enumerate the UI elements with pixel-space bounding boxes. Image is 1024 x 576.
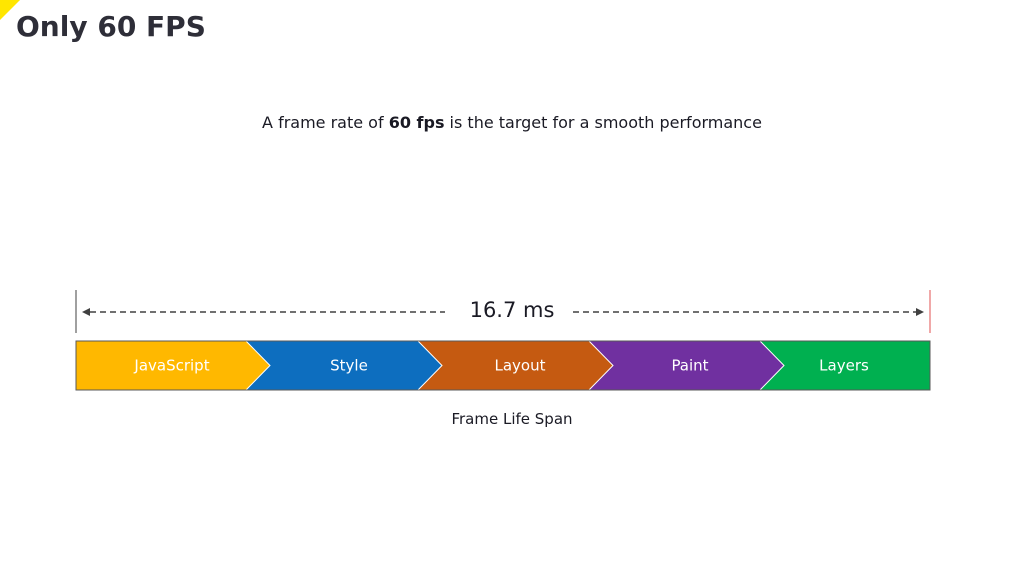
pipeline-stage-label-javascript: JavaScript: [133, 357, 209, 375]
pipeline-stage-label-layers: Layers: [819, 357, 869, 375]
subtitle-emphasis: 60 fps: [388, 113, 445, 132]
frame-duration-label: 16.7 ms: [469, 298, 555, 322]
timeline-left-arrowhead: [82, 308, 90, 316]
pipeline-outline: [75, 340, 931, 391]
pipeline-stage-label-layout: Layout: [495, 357, 546, 375]
timeline-right-arrowhead: [916, 308, 924, 316]
subtitle-suffix: is the target for a smooth performance: [444, 113, 762, 132]
pipeline-stage-label-style: Style: [330, 357, 368, 375]
pipeline-bar: JavaScript Style Layout Paint Layers: [75, 340, 931, 391]
corner-accent: [0, 0, 20, 20]
subtitle: A frame rate of 60 fps is the target for…: [0, 113, 1024, 132]
frame-lifespan-caption: Frame Life Span: [451, 410, 573, 428]
pipeline-stage-label-paint: Paint: [671, 357, 708, 375]
subtitle-prefix: A frame rate of: [262, 113, 389, 132]
slide-title: Only 60 FPS: [16, 10, 206, 43]
